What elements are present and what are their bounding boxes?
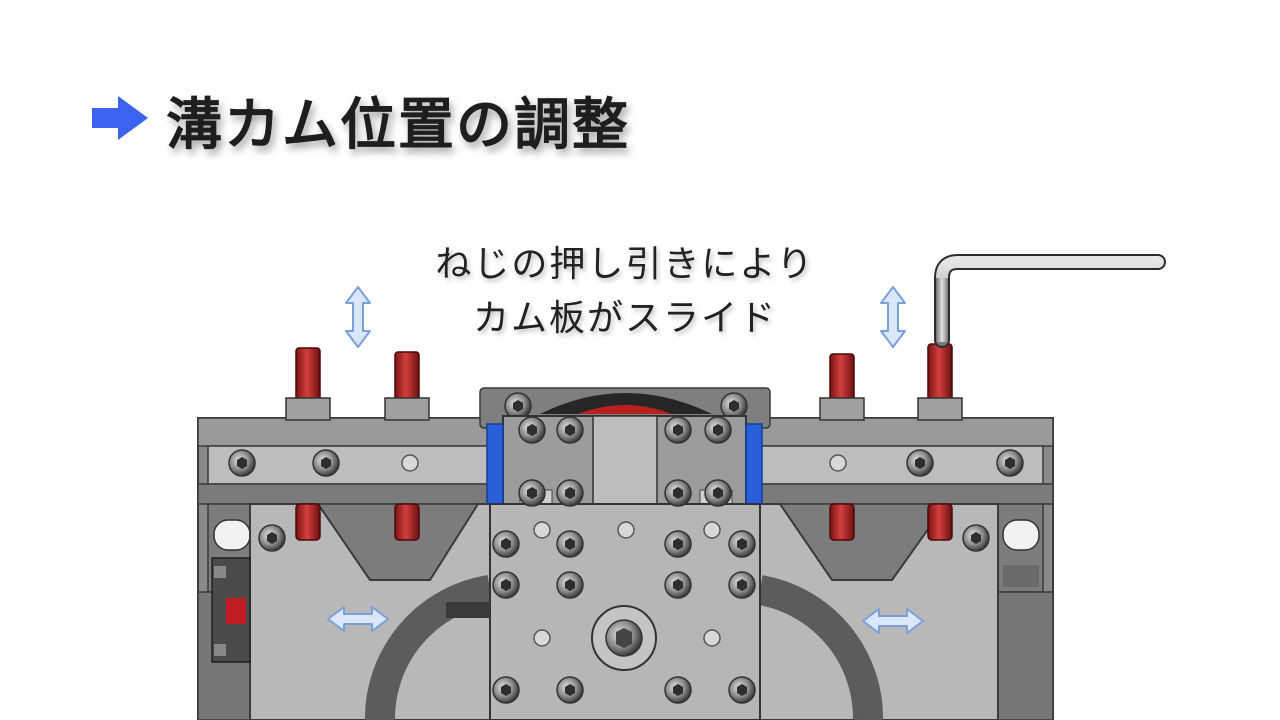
- hex-socket-bolt: [492, 530, 520, 558]
- hex-socket-bolt: [728, 530, 756, 558]
- hex-socket-bolt: [664, 416, 692, 444]
- hex-socket-bolt: [556, 676, 584, 704]
- hex-socket-bolt: [556, 530, 584, 558]
- mounting-hole: [533, 629, 551, 647]
- hex-socket-bolt: [728, 676, 756, 704]
- mounting-hole: [829, 454, 847, 472]
- mounting-hole: [401, 454, 419, 472]
- hex-socket-bolt: [518, 479, 546, 507]
- caption-line-1: ねじの押し引きにより: [435, 244, 815, 285]
- hex-socket-bolt: [664, 530, 692, 558]
- red-adjusting-screw: [917, 343, 963, 541]
- hex-socket-bolt: [664, 571, 692, 599]
- hex-socket-bolt: [556, 571, 584, 599]
- hex-socket-bolt: [492, 571, 520, 599]
- red-adjusting-screw: [285, 347, 331, 541]
- red-adjusting-screw: [819, 353, 865, 541]
- caption: ねじの押し引きにより カム板がスライド: [390, 238, 860, 346]
- hex-socket-bolt: [228, 449, 256, 477]
- hex-socket-bolt: [556, 479, 584, 507]
- hex-socket-bolt: [556, 416, 584, 444]
- right-arrow-icon: [92, 96, 148, 140]
- red-adjusting-screw: [384, 351, 430, 541]
- mounting-hole: [703, 521, 721, 539]
- hex-socket-bolt: [664, 676, 692, 704]
- mounting-hole: [533, 521, 551, 539]
- hex-socket-bolt: [312, 449, 340, 477]
- mounting-hole: [703, 629, 721, 647]
- caption-line-2: カム板がスライド: [472, 298, 777, 339]
- mounting-hole: [617, 521, 635, 539]
- vertical-double-arrow-icon: [345, 286, 371, 348]
- hex-key-icon: [936, 256, 1164, 346]
- hex-socket-bolt: [492, 676, 520, 704]
- hex-socket-bolt: [728, 571, 756, 599]
- hex-socket-bolt: [518, 416, 546, 444]
- hex-socket-bolt: [906, 449, 934, 477]
- hex-socket-bolt: [704, 416, 732, 444]
- page-title: 溝カム位置の調整: [166, 93, 630, 158]
- hex-socket-bolt: [664, 479, 692, 507]
- vertical-double-arrow-icon: [880, 286, 906, 348]
- hex-socket-bolt: [962, 524, 990, 552]
- hex-socket-bolt: [258, 524, 286, 552]
- hex-socket-bolt: [704, 479, 732, 507]
- hex-socket-bolt: [996, 449, 1024, 477]
